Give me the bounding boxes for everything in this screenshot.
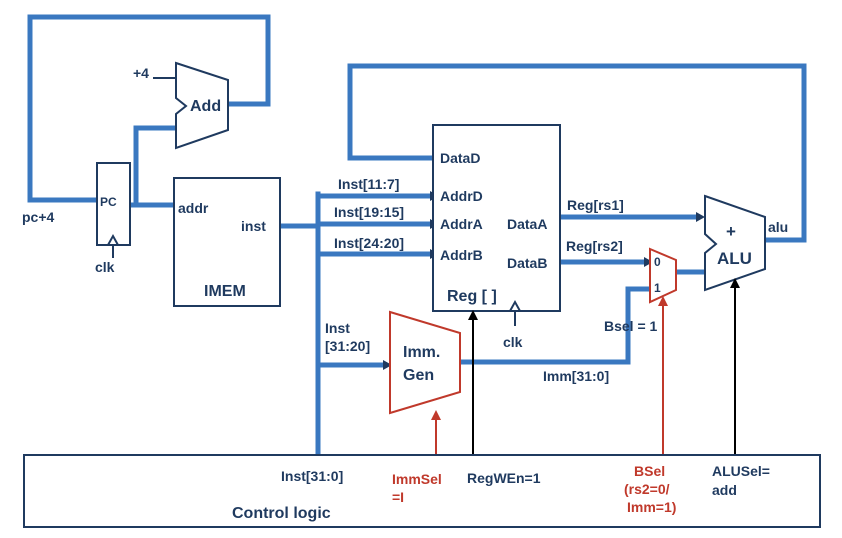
- b-mux: 0 1: [649, 247, 677, 304]
- immgen-shape: [389, 310, 461, 415]
- ctl-immsel-arrow: [431, 410, 441, 420]
- adder-label: Add: [190, 98, 221, 115]
- control-immsel-a: ImmSel: [392, 471, 442, 487]
- control-bsel-c: Imm=1): [627, 499, 676, 515]
- imem-title: IMEM: [204, 283, 246, 300]
- control-bsel-b: (rs2=0/: [624, 481, 670, 497]
- control-lines: [431, 278, 740, 455]
- imem-inst-label: inst: [241, 218, 266, 234]
- bus-pc-to-adder: [129, 125, 179, 208]
- adder-const: +4: [133, 65, 149, 81]
- label-inst-11-7: Inst[11:7]: [338, 176, 399, 192]
- imm-gen: Imm. Gen: [389, 310, 461, 415]
- bmux-shape: [649, 247, 677, 304]
- imem-box: [173, 177, 281, 307]
- regfile-datab: DataB: [507, 255, 547, 271]
- adder-shape: [175, 61, 229, 150]
- alu-title: ALU: [717, 249, 752, 268]
- label-imm-31-0: Imm[31:0]: [543, 368, 609, 384]
- alu-op: +: [726, 222, 736, 241]
- control-bsel-a: BSel: [634, 463, 665, 479]
- pc-clk-label: clk: [95, 259, 115, 275]
- control-logic: Control logic Inst[31:0] ImmSel =I RegWE…: [23, 454, 821, 528]
- pc-plus4-label: pc+4: [22, 209, 55, 225]
- regfile-addrb: AddrB: [440, 247, 483, 263]
- regfile-title: Reg [ ]: [447, 288, 497, 305]
- register-file: DataD AddrD AddrA AddrB DataA DataB Reg …: [432, 124, 561, 350]
- label-reg-rs2: Reg[rs2]: [566, 238, 623, 254]
- bmux-in0: 0: [654, 255, 661, 269]
- regfile-addra: AddrA: [440, 216, 483, 232]
- ctl-alusel-arrow: [730, 278, 740, 288]
- alu: + ALU: [704, 194, 766, 292]
- control-alusel-a: ALUSel=: [712, 463, 770, 479]
- label-bsel-state: Bsel = 1: [604, 318, 658, 334]
- regfile-dataa: DataA: [507, 216, 547, 232]
- control-alusel-b: add: [712, 482, 737, 498]
- arrow-alu-a: [696, 212, 705, 222]
- arrow-mux-b: [644, 257, 653, 267]
- regfile-box: [432, 124, 561, 312]
- bmux-in1: 1: [654, 281, 661, 295]
- pc-box: [96, 162, 131, 246]
- regfile-datad: DataD: [440, 150, 480, 166]
- regfile-clk-triangle: [509, 299, 521, 312]
- alu-shape: [704, 194, 766, 292]
- control-box: [23, 454, 821, 528]
- control-immsel-b: =I: [392, 489, 404, 505]
- immgen-line2: Gen: [403, 367, 434, 384]
- control-regwen: RegWEn=1: [467, 470, 541, 486]
- control-inst-31-0: Inst[31:0]: [281, 468, 343, 484]
- control-title: Control logic: [232, 505, 331, 522]
- pc-clk-triangle: [107, 233, 119, 246]
- adder: Add +4: [133, 61, 229, 150]
- arrow-immgen: [383, 360, 392, 370]
- pc-label: PC: [100, 195, 117, 209]
- regfile-clk-label: clk: [503, 334, 523, 350]
- regfile-addrd: AddrD: [440, 188, 483, 204]
- imem: addr inst IMEM: [173, 177, 281, 307]
- bus-alu-writeback: [347, 63, 807, 243]
- label-alu-out: alu: [768, 219, 788, 235]
- imem-addr-label: addr: [178, 200, 209, 216]
- bus-pc-plus4-loop: [27, 14, 271, 203]
- label-inst-31-20-b: [31:20]: [325, 338, 370, 354]
- label-inst-19-15: Inst[19:15]: [334, 204, 404, 220]
- label-reg-rs1: Reg[rs1]: [567, 197, 624, 213]
- label-inst-31-20-a: Inst: [325, 320, 350, 336]
- pc-register: PC clk pc+4: [22, 162, 131, 275]
- buses: [27, 14, 807, 458]
- bus-imm-to-mux: [457, 286, 653, 365]
- ctl-regwen-arrow: [468, 310, 478, 320]
- ctl-bsel-arrow: [658, 296, 668, 306]
- label-inst-24-20: Inst[24:20]: [334, 235, 404, 251]
- immgen-line1: Imm.: [403, 344, 440, 361]
